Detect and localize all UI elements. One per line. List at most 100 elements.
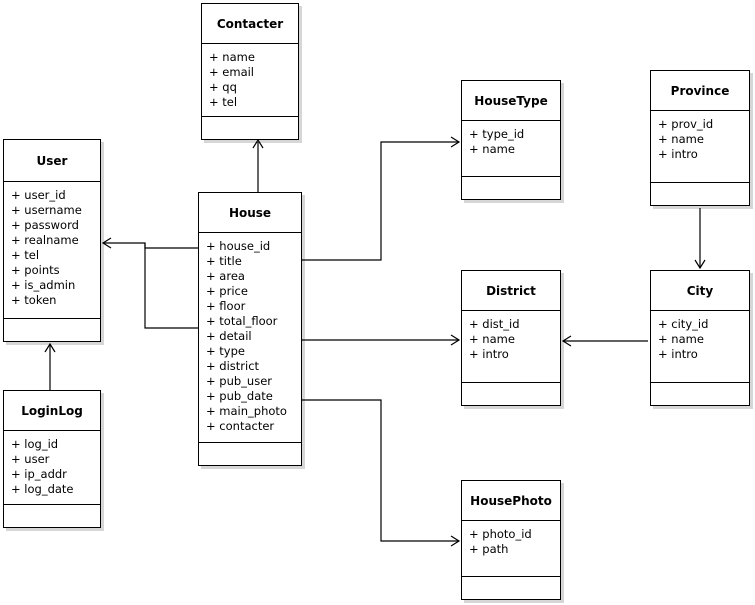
attribute-row: + price (206, 284, 248, 298)
connector-house-to-user-2[interactable] (144, 243, 198, 329)
connector-house-to-housetype[interactable] (302, 136, 461, 261)
attribute-row: + user_id (11, 188, 66, 202)
class-operations-contacter (202, 117, 298, 139)
class-operations-city (651, 383, 749, 405)
class-name-province: Province (651, 71, 749, 111)
arrowhead (450, 136, 461, 148)
uml-class-contacter[interactable]: Contacter+ name+ email+ qq+ tel (201, 3, 299, 140)
uml-class-district[interactable]: District+ dist_id+ name+ intro (461, 270, 561, 406)
uml-class-loginlog[interactable]: LoginLog+ log_id+ user+ ip_addr+ log_dat… (3, 390, 101, 528)
class-operations-user (4, 319, 100, 341)
attribute-row: + intro (469, 347, 509, 361)
class-operations-house (199, 443, 301, 465)
attribute-row: + name (658, 332, 704, 346)
attribute-row: + name (209, 50, 255, 64)
attribute-row: + dist_id (469, 317, 520, 331)
connector-line (302, 399, 459, 542)
class-attributes-loginlog: + log_id+ user+ ip_addr+ log_date (4, 431, 100, 505)
attribute-row: + contacter (206, 419, 275, 433)
arrowhead (44, 342, 56, 353)
attribute-row: + total_floor (206, 314, 278, 328)
arrowhead (101, 237, 112, 249)
attribute-row: + floor (206, 299, 246, 313)
class-attributes-contacter: + name+ email+ qq+ tel (202, 44, 298, 117)
attribute-row: + user (11, 452, 50, 466)
attribute-row: + city_id (658, 317, 709, 331)
connector-line (302, 141, 459, 261)
attribute-row: + realname (11, 233, 79, 247)
class-operations-housetype (462, 177, 560, 199)
connector-loginlog-to-user[interactable] (44, 342, 56, 390)
arrowhead (561, 335, 572, 347)
attribute-row: + path (469, 542, 509, 556)
attribute-row: + name (469, 142, 515, 156)
connector-line (103, 242, 198, 249)
attribute-row: + prov_id (658, 117, 714, 131)
attribute-row: + username (11, 203, 82, 217)
attribute-row: + email (209, 65, 255, 79)
attribute-row: + main_photo (206, 404, 287, 418)
attribute-row: + is_admin (11, 278, 76, 292)
class-name-city: City (651, 271, 749, 311)
class-attributes-housephoto: + photo_id+ path (462, 521, 560, 577)
uml-class-user[interactable]: User+ user_id+ username+ password+ realn… (3, 139, 101, 342)
arrowhead (450, 535, 461, 547)
attribute-row: + district (206, 359, 260, 373)
attribute-row: + pub_date (206, 389, 273, 403)
uml-class-house[interactable]: House+ house_id+ title+ area+ price+ flo… (198, 192, 302, 466)
connector-house-to-housephoto[interactable] (302, 399, 461, 547)
attribute-row: + name (658, 132, 704, 146)
class-name-user: User (4, 140, 100, 182)
class-name-contacter: Contacter (202, 4, 298, 44)
attribute-row: + log_id (11, 437, 59, 451)
uml-class-city[interactable]: City+ city_id+ name+ intro (650, 270, 750, 406)
uml-class-housetype[interactable]: HouseType+ type_id+ name (461, 80, 561, 200)
attribute-row: + tel (11, 248, 40, 262)
attribute-row: + area (206, 269, 245, 283)
arrowhead (694, 259, 706, 270)
attribute-row: + tel (209, 95, 238, 109)
class-name-district: District (462, 271, 560, 311)
attribute-row: + points (11, 263, 60, 277)
attribute-row: + name (469, 332, 515, 346)
attribute-row: + intro (658, 147, 698, 161)
class-attributes-user: + user_id+ username+ password+ realname+… (4, 182, 100, 319)
attribute-row: + log_date (11, 482, 74, 496)
class-operations-province (651, 183, 749, 205)
attribute-row: + ip_addr (11, 467, 67, 481)
connector-house-to-contacter[interactable] (252, 138, 264, 192)
attribute-row: + intro (658, 347, 698, 361)
attribute-row: + type_id (469, 127, 525, 141)
attribute-row: + token (11, 293, 57, 307)
class-attributes-province: + prov_id+ name+ intro (651, 111, 749, 183)
attribute-row: + title (206, 254, 242, 268)
class-name-house: House (199, 193, 301, 233)
attribute-row: + detail (206, 329, 252, 343)
uml-class-province[interactable]: Province+ prov_id+ name+ intro (650, 70, 750, 206)
attribute-row: + type (206, 344, 245, 358)
class-name-housetype: HouseType (462, 81, 560, 121)
class-name-housephoto: HousePhoto (462, 481, 560, 521)
class-attributes-house: + house_id+ title+ area+ price+ floor+ t… (199, 233, 301, 443)
attribute-row: + photo_id (469, 527, 532, 541)
attribute-row: + qq (209, 80, 237, 94)
connector-house-to-user[interactable] (101, 237, 198, 249)
arrowhead (450, 334, 461, 346)
connector-city-to-district[interactable] (561, 335, 648, 347)
attribute-row: + pub_user (206, 374, 273, 388)
class-operations-loginlog (4, 505, 100, 527)
class-attributes-city: + city_id+ name+ intro (651, 311, 749, 383)
class-attributes-housetype: + type_id+ name (462, 121, 560, 177)
connector-province-to-city[interactable] (694, 208, 706, 270)
class-operations-district (462, 383, 560, 405)
connector-house-to-district[interactable] (302, 334, 461, 346)
uml-class-housephoto[interactable]: HousePhoto+ photo_id+ path (461, 480, 561, 600)
class-name-loginlog: LoginLog (4, 391, 100, 431)
attribute-row: + password (11, 218, 79, 232)
attribute-row: + house_id (206, 239, 271, 253)
class-operations-housephoto (462, 577, 560, 599)
class-attributes-district: + dist_id+ name+ intro (462, 311, 560, 383)
connector-line (144, 243, 198, 329)
